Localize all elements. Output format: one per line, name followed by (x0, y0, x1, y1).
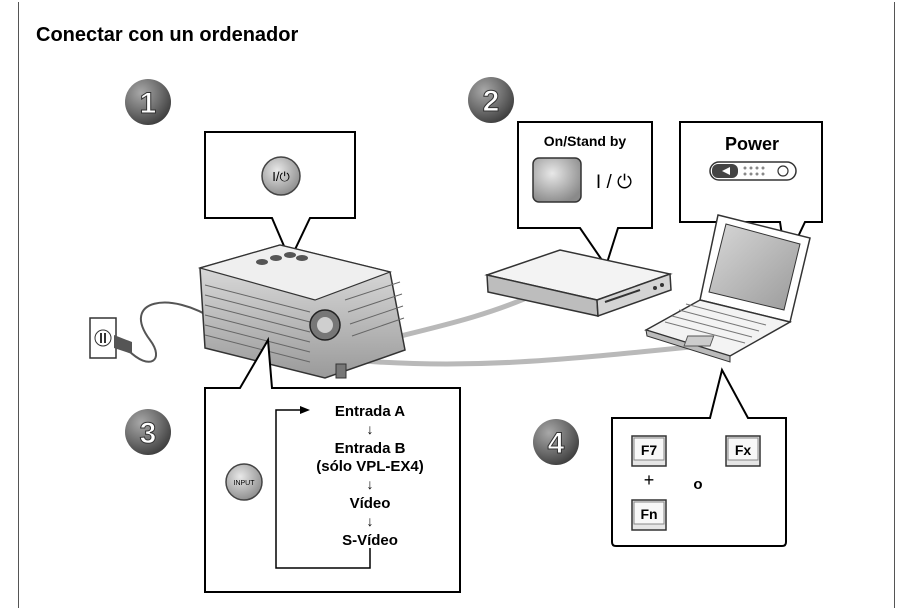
svg-text:Fx: Fx (735, 442, 752, 458)
input-option-s-video: S-Vídeo (342, 532, 398, 549)
power-outlet-icon (89, 317, 132, 359)
keys-callout: F7 + Fn o Fx (611, 367, 787, 547)
cycle-line (275, 409, 371, 569)
input-option-entrada-b: Entrada B (335, 440, 406, 457)
projector-power-button[interactable] (261, 156, 301, 196)
page-frame (18, 2, 895, 608)
svg-text:4: 4 (548, 427, 565, 460)
svg-text:Fn: Fn (640, 506, 657, 522)
device-callout: On/Stand by I / ⏻ (517, 121, 653, 269)
svg-text:3: 3 (140, 417, 157, 450)
standby-power-icon: I / ⏻ (596, 172, 632, 193)
power-cord (127, 301, 216, 363)
step-2-badge: 2 (468, 77, 514, 123)
plus-sign: + (644, 470, 655, 490)
step-4-badge: 4 (533, 419, 579, 465)
input-button-label: INPUT (234, 480, 256, 487)
dvd-player-icon (484, 249, 673, 318)
input-button[interactable] (225, 463, 263, 501)
down-arrow: ↓ (367, 476, 374, 492)
down-arrow: ↓ (367, 513, 374, 529)
input-option-video: Vídeo (350, 495, 391, 512)
svg-text:F7: F7 (641, 442, 658, 458)
down-arrow: ↓ (367, 421, 374, 437)
switch-power-icon (777, 165, 789, 177)
step-1-badge: 1 (125, 79, 171, 125)
power-icon: I/⏻ (272, 169, 290, 184)
device-label: On/Stand by (544, 133, 627, 149)
laptop-label: Power (725, 134, 779, 154)
page-title: Conectar con un ordenador (36, 24, 299, 46)
or-label: o (693, 476, 702, 493)
input-option-entrada-a: Entrada A (335, 403, 405, 420)
input-option-note: (sólo VPL-EX4) (316, 458, 424, 475)
svg-text:2: 2 (483, 85, 500, 118)
svg-text:1: 1 (140, 87, 157, 120)
laptop-icon (644, 214, 811, 363)
standby-button[interactable] (532, 157, 582, 203)
step-3-badge: 3 (125, 409, 171, 455)
computer-cable (349, 343, 701, 367)
input-callout: INPUT Entrada A ↓ Entrada B (sólo VPL-EX… (204, 336, 461, 593)
projector-button-callout: I/⏻ (204, 131, 356, 263)
projector-icon (197, 244, 406, 379)
